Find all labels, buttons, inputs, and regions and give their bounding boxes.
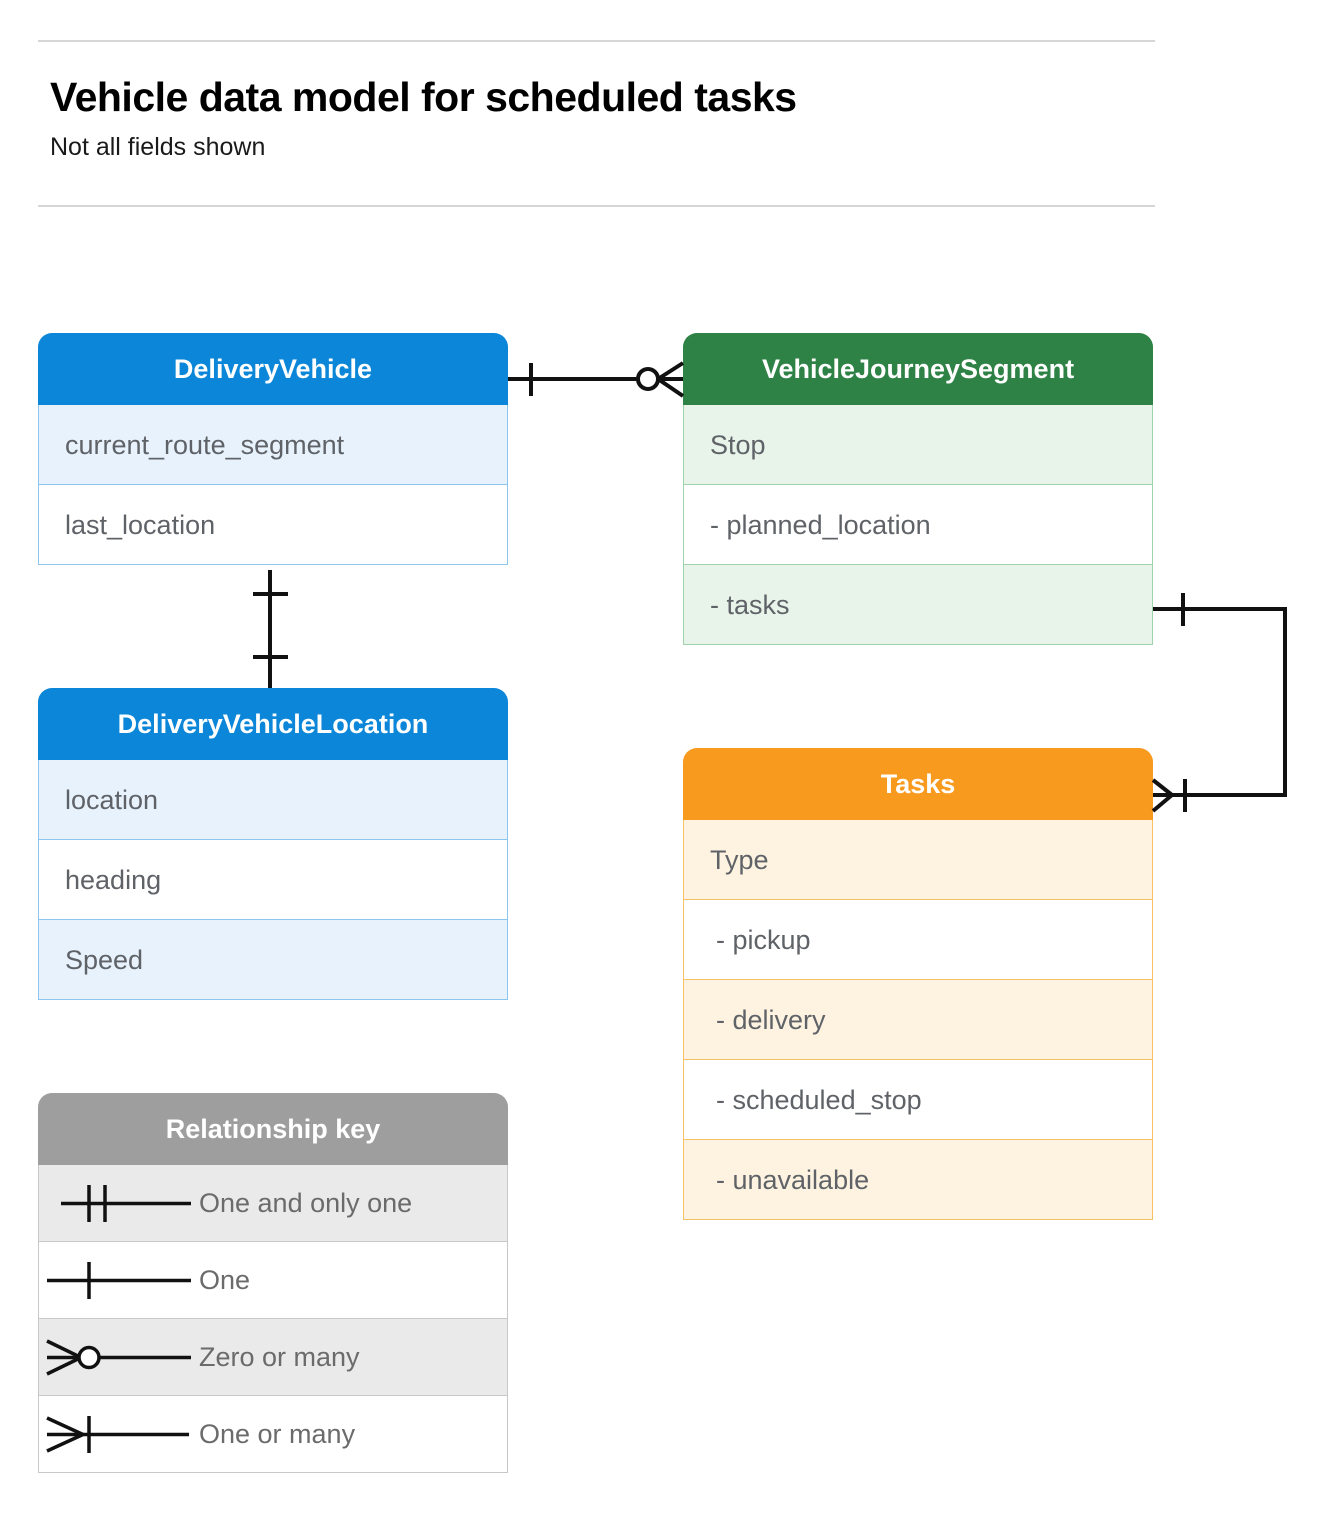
entity-title-delivery-vehicle-location: DeliveryVehicleLocation <box>38 688 508 760</box>
entity-field-row: Speed <box>38 920 508 1000</box>
entity-title-tasks: Tasks <box>683 748 1153 820</box>
one-icon <box>39 1242 199 1318</box>
entity-field-row: - unavailable <box>683 1140 1153 1220</box>
entity-field-row: last_location <box>38 485 508 565</box>
legend-label: Zero or many <box>199 1341 360 1372</box>
zero-or-many-icon <box>39 1319 199 1395</box>
connector-deliveryvehicle-to-journeysegment <box>508 361 685 398</box>
header-rule-top <box>38 40 1155 42</box>
page-subtitle: Not all fields shown <box>50 133 266 161</box>
entity-field-row: - delivery <box>683 980 1153 1060</box>
connector-deliveryvehicle-to-vehiclelocation <box>253 570 288 688</box>
one-or-many-icon <box>39 1396 199 1472</box>
entity-delivery-vehicle-location: DeliveryVehicleLocation location heading… <box>38 688 508 1000</box>
entity-title-delivery-vehicle: DeliveryVehicle <box>38 333 508 405</box>
entity-field-row: - scheduled_stop <box>683 1060 1153 1140</box>
page-title: Vehicle data model for scheduled tasks <box>50 74 797 120</box>
legend-row-one-or-many: One or many <box>38 1396 508 1473</box>
connector-journeysegment-tasks-to-tasks <box>1151 593 1287 813</box>
legend-row-one-and-only-one: One and only one <box>38 1165 508 1242</box>
legend-label: One <box>199 1264 251 1295</box>
legend-row-one: One <box>38 1242 508 1319</box>
one-and-only-one-icon <box>39 1165 199 1241</box>
entity-field-row: - planned_location <box>683 485 1153 565</box>
entity-field-row: Type <box>683 820 1153 900</box>
entity-field-row: heading <box>38 840 508 920</box>
legend-title: Relationship key <box>38 1093 508 1165</box>
relationship-key-legend: Relationship key One and only one One <box>38 1093 508 1473</box>
legend-label: One or many <box>199 1418 356 1449</box>
entity-field-row: location <box>38 760 508 840</box>
entity-field-row: - tasks <box>683 565 1153 645</box>
entity-field-row: Stop <box>683 405 1153 485</box>
legend-row-zero-or-many: Zero or many <box>38 1319 508 1396</box>
legend-label: One and only one <box>199 1187 413 1218</box>
entity-vehicle-journey-segment: VehicleJourneySegment Stop - planned_loc… <box>683 333 1153 645</box>
entity-field-row: current_route_segment <box>38 405 508 485</box>
entity-field-row: - pickup <box>683 900 1153 980</box>
entity-title-vehicle-journey-segment: VehicleJourneySegment <box>683 333 1153 405</box>
entity-tasks: Tasks Type - pickup - delivery - schedul… <box>683 748 1153 1220</box>
header-rule-bottom <box>38 205 1155 207</box>
entity-delivery-vehicle: DeliveryVehicle current_route_segment la… <box>38 333 508 565</box>
